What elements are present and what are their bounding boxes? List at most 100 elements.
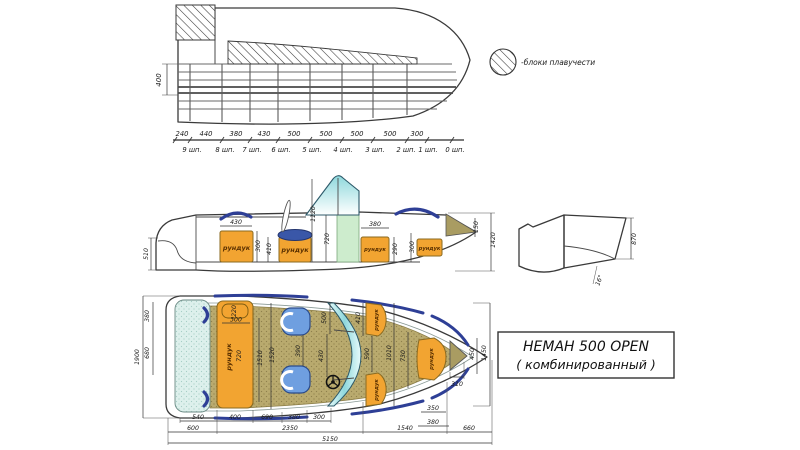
svg-text:5150: 5150 (322, 436, 338, 443)
flotation-block-stern (175, 4, 216, 41)
title-box: НЕМАН 500 OPEN ( комбинированный ) (497, 331, 675, 379)
svg-text:3 шп.: 3 шп. (365, 146, 384, 154)
locker-bow-side (416, 238, 443, 257)
stringer-lines (178, 63, 457, 110)
svg-text:310: 310 (451, 381, 463, 388)
locker-bow-plan-label: рундук (429, 348, 435, 371)
side-arrangement-view: рундук рундук рундук рундук 430 300 410 … (143, 175, 497, 272)
seat-back-lever (281, 199, 291, 233)
dim-400-label: 400 (155, 73, 163, 87)
svg-text:440: 440 (200, 130, 213, 138)
locker-main-width: 720 (236, 350, 243, 362)
svg-text:6 шп.: 6 шп. (271, 146, 290, 154)
overall-dimension-rows: 540 400 690 380 300 350 380 600 2350 154… (167, 360, 493, 445)
windshield-plan (326, 302, 362, 407)
locker-stern-label: рундук (222, 244, 251, 252)
svg-text:430: 430 (318, 350, 325, 362)
svg-text:380: 380 (144, 310, 151, 322)
section-transom (563, 214, 627, 269)
svg-text:5 шп.: 5 шп. (302, 146, 321, 154)
svg-text:1120: 1120 (310, 206, 317, 222)
svg-text:300: 300 (255, 240, 262, 252)
svg-text:590: 590 (364, 348, 371, 360)
motor-bracket-line (157, 240, 197, 264)
dim-220-label: 220 (231, 305, 238, 317)
seat-starboard (280, 365, 311, 394)
svg-text:730: 730 (400, 350, 407, 362)
locker-main-hatch (221, 303, 249, 319)
platform-handle-top (202, 306, 210, 324)
svg-text:380: 380 (288, 414, 300, 421)
legend: -блоки плавучести (489, 48, 595, 76)
svg-text:16°: 16° (593, 274, 604, 287)
svg-text:1 шп.: 1 шп. (418, 146, 437, 154)
dim-row-small: 540 400 690 380 300 350 380 (180, 405, 449, 427)
svg-text:2350: 2350 (282, 425, 298, 432)
svg-text:240: 240 (176, 130, 189, 138)
structural-profile-view: 400 (155, 4, 471, 125)
dim-400: 400 (155, 63, 178, 96)
svg-text:510: 510 (143, 248, 150, 260)
svg-text:600: 600 (187, 425, 199, 432)
svg-text:300: 300 (313, 414, 325, 421)
svg-text:1010: 1010 (386, 345, 393, 361)
svg-text:1900: 1900 (134, 349, 141, 365)
svg-text:8 шп.: 8 шп. (215, 146, 234, 154)
locker-fwd-port-label: рундук (374, 309, 380, 332)
svg-text:400: 400 (229, 414, 241, 421)
svg-text:0 шп.: 0 шп. (445, 146, 464, 154)
svg-text:500: 500 (384, 130, 397, 138)
side-view-dimensions: 430 300 410 720 1120 380 290 300 150 142… (143, 179, 497, 272)
section-dimensions: 870 16° (592, 217, 638, 287)
svg-text:500: 500 (321, 312, 328, 324)
console-panel (336, 214, 360, 263)
section-bilge-curve (563, 245, 616, 260)
svg-text:380: 380 (427, 419, 439, 426)
windshield-frame-2 (333, 377, 355, 381)
svg-text:150: 150 (473, 221, 480, 233)
frame-lines (189, 8, 408, 122)
svg-text:290: 290 (392, 243, 399, 255)
svg-text:300: 300 (409, 241, 416, 253)
stern-platform (174, 299, 211, 413)
windshield-frame-1 (333, 329, 355, 333)
locker-pedestal-label: рундук (280, 246, 309, 254)
stern-section-view: 870 16° (518, 214, 638, 287)
svg-text:430: 430 (230, 219, 242, 226)
plan-view: 220 300 рундук 720 рундук рундук (134, 293, 491, 421)
legend-label: -блоки плавучести (521, 58, 595, 67)
svg-text:410: 410 (266, 243, 273, 255)
bow-block-plan (449, 340, 468, 371)
station-dimension-row: 240 440 380 430 500 500 500 500 300 9 шп… (172, 130, 465, 154)
locker-fwd-starboard (365, 372, 387, 407)
svg-text:380: 380 (369, 221, 381, 228)
svg-text:720: 720 (324, 233, 331, 245)
svg-text:500: 500 (288, 130, 301, 138)
dim-row-mid: 600 2350 1540 660 (168, 425, 492, 433)
steering-wheel (325, 374, 341, 390)
flotation-block-gunwale (227, 40, 418, 65)
svg-text:430: 430 (258, 130, 271, 138)
locker-main-label: рундук (225, 343, 233, 372)
boat-model-title: НЕМАН 500 OPEN (523, 339, 649, 355)
svg-text:300: 300 (411, 130, 424, 138)
locker-stern (219, 230, 254, 263)
windshield-side (304, 175, 360, 216)
bow-block-side (445, 213, 478, 237)
foredeck-rail (394, 207, 440, 219)
locker-mid (360, 236, 390, 263)
svg-text:410: 410 (355, 312, 362, 324)
svg-text:380: 380 (230, 130, 243, 138)
plan-view-dimensions: 380 680 1900 1510 1520 390 500 430 410 5… (134, 295, 491, 419)
locker-fwd-port (365, 302, 387, 337)
svg-text:7 шп.: 7 шп. (242, 146, 261, 154)
svg-text:1420: 1420 (490, 232, 497, 248)
svg-text:870: 870 (631, 233, 638, 245)
locker-bow-plan (416, 337, 447, 381)
svg-text:690: 690 (261, 414, 273, 421)
locker-fwd-starboard-label: рундук (374, 379, 380, 402)
dim-300-label: 300 (230, 317, 242, 324)
seat-port (280, 307, 311, 336)
station-ticks (172, 136, 455, 144)
